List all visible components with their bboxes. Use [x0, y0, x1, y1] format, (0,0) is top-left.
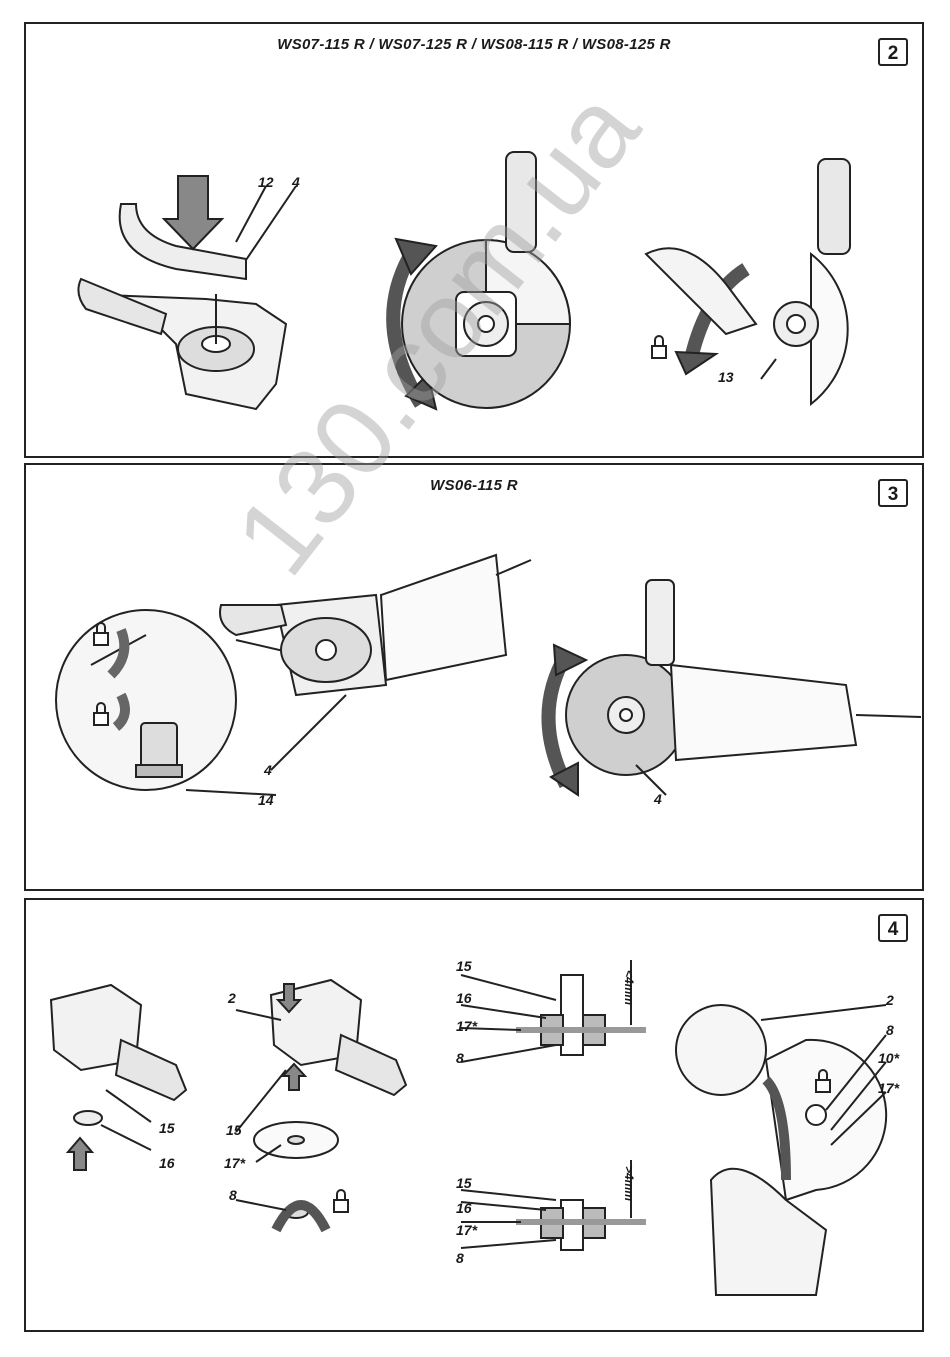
part-label: 4 [292, 174, 300, 190]
part-label: 4 [654, 791, 662, 807]
dimension-label: >4mm [622, 1166, 636, 1201]
part-label: 8 [456, 1050, 464, 1066]
figure-panel-4: 4 [24, 898, 924, 1332]
figure-panel-2: WS07-115 R / WS07-125 R / WS08-115 R / W… [24, 22, 924, 458]
part-label: 8 [229, 1187, 237, 1203]
part-label: 17* [456, 1222, 477, 1238]
figure-panel-3: WS06-115 R 3 [24, 463, 924, 891]
part-label: 16 [159, 1155, 175, 1171]
guard-mounting-illustration [26, 24, 922, 456]
part-label: 15 [456, 1175, 472, 1191]
part-label: 16 [456, 990, 472, 1006]
part-label: 17* [878, 1080, 899, 1096]
part-label: 10* [878, 1050, 899, 1066]
part-label: 17* [224, 1155, 245, 1171]
part-label: 8 [456, 1250, 464, 1266]
disc-mounting-illustration [26, 900, 922, 1330]
part-label: 2 [886, 992, 894, 1008]
part-label: 13 [718, 369, 734, 385]
part-label: 15 [456, 958, 472, 974]
part-label: 8 [886, 1022, 894, 1038]
guard-adjustment-illustration [26, 465, 922, 889]
dimension-label: <4mm [622, 970, 636, 1005]
part-label: 12 [258, 174, 274, 190]
part-label: 15 [159, 1120, 175, 1136]
part-label: 4 [264, 762, 272, 778]
part-label: 17* [456, 1018, 477, 1034]
part-label: 14 [258, 792, 274, 808]
part-label: 2 [228, 990, 236, 1006]
part-label: 15 [226, 1122, 242, 1138]
part-label: 16 [456, 1200, 472, 1216]
